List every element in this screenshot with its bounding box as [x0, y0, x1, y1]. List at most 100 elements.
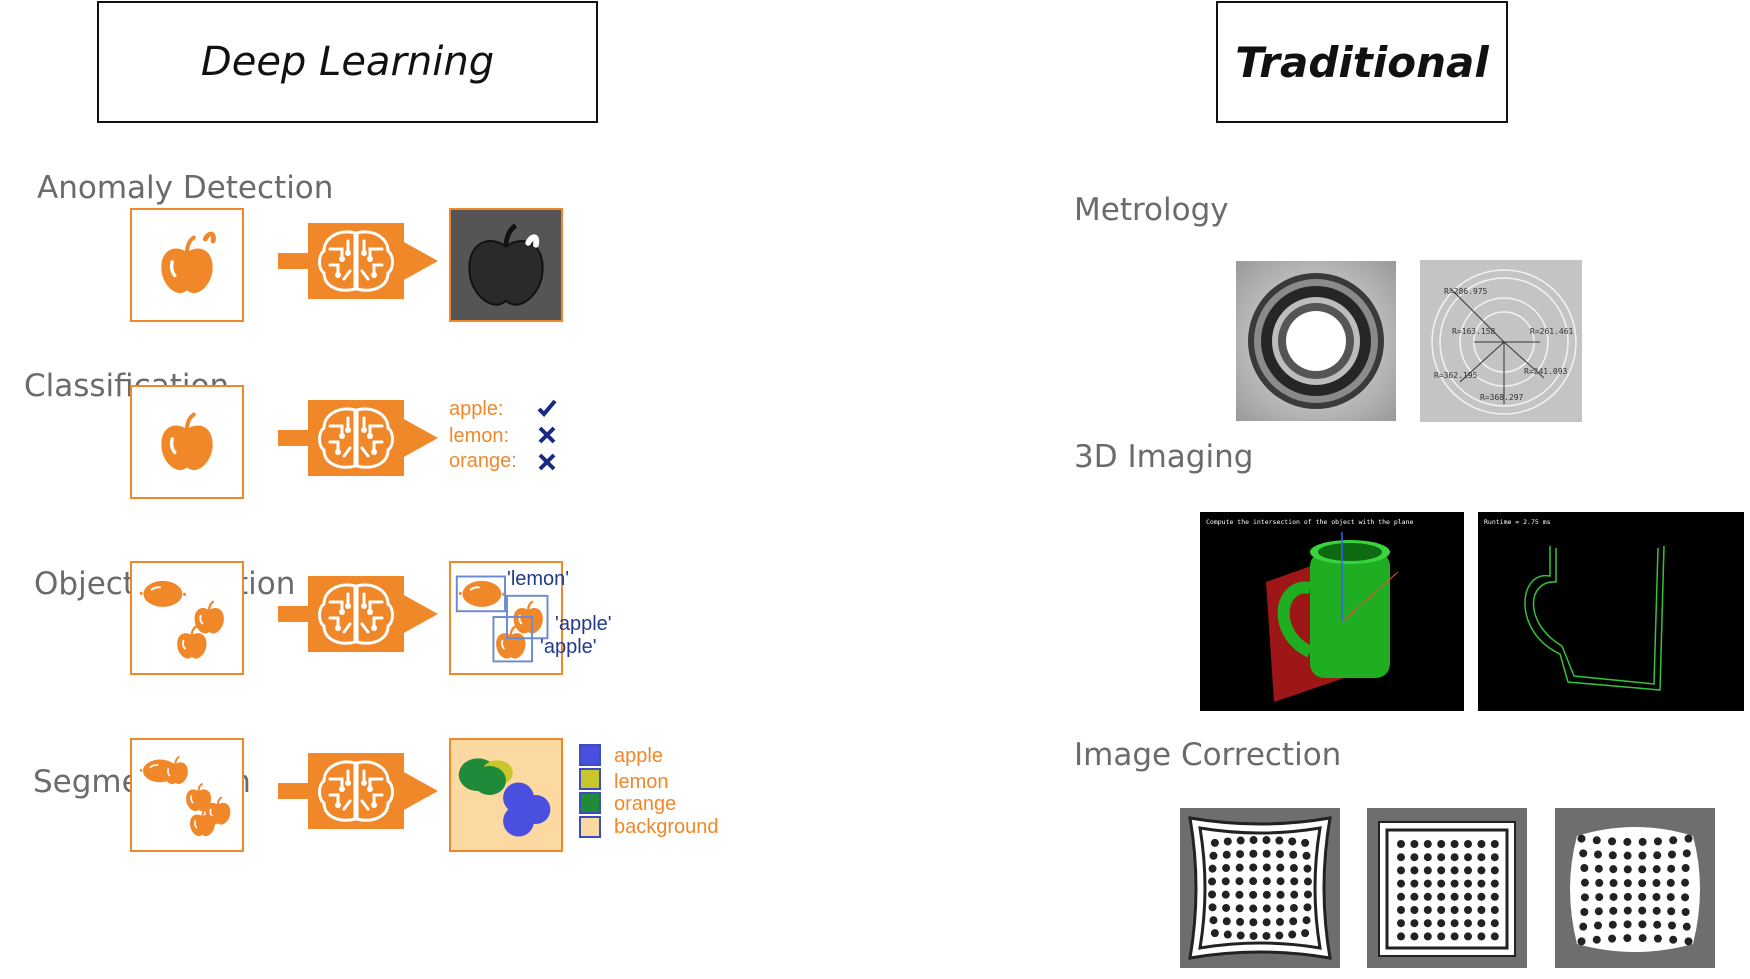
calibration-dot — [1249, 863, 1258, 872]
measurement-label: R=368.297 — [1480, 393, 1524, 402]
calibration-dot — [1464, 840, 1472, 848]
calibration-dot — [1638, 879, 1647, 888]
metrology-title: Metrology — [1074, 192, 1229, 228]
calibration-dot — [1249, 931, 1258, 940]
calibration-dot — [1423, 906, 1432, 914]
neural-network-arrow-icon — [278, 572, 438, 656]
legend-swatch-apple — [579, 744, 601, 766]
measurement-label: R=362.195 — [1434, 371, 1478, 380]
calibration-dot — [1652, 892, 1661, 901]
cross-icon — [538, 453, 556, 471]
calibration-dot — [1477, 866, 1486, 875]
calibration-dot — [1222, 917, 1231, 926]
calibration-dot — [1609, 865, 1618, 874]
calibration-dot — [1303, 890, 1312, 899]
measurement-label: R=163.158 — [1452, 327, 1496, 336]
calibration-dot — [1289, 850, 1298, 859]
calibration-dot — [1623, 851, 1632, 860]
lemon-and-apples-icon — [139, 579, 226, 660]
detected-fruits-icon — [455, 575, 549, 663]
calibration-dot — [1464, 919, 1472, 928]
calibration-dot — [1579, 922, 1588, 931]
calibration-dot — [1262, 877, 1271, 886]
calibration-dot — [1594, 907, 1603, 916]
calibration-dot — [1580, 863, 1589, 872]
calibration-dot — [1303, 903, 1312, 912]
segmentation-input-tile — [130, 738, 244, 852]
traditional-title: Traditional — [1235, 37, 1489, 87]
calibration-dot — [1450, 840, 1459, 848]
calibration-dot — [1667, 921, 1676, 930]
calibration-dot — [1410, 879, 1419, 888]
calibration-dot — [1623, 879, 1632, 888]
calibration-dot — [1410, 853, 1419, 862]
calibration-dot — [1623, 934, 1632, 943]
calibration-dot — [1397, 892, 1405, 901]
calibration-dot — [1490, 932, 1499, 941]
calibration-dot — [1301, 929, 1310, 938]
calibration-dot — [1580, 878, 1589, 887]
deep-learning-title: Deep Learning — [200, 39, 495, 85]
calibration-dot — [1262, 849, 1271, 858]
calibration-dot — [1464, 906, 1472, 914]
calibration-dot — [1638, 920, 1647, 929]
calibration-dot — [1410, 919, 1419, 928]
calibration-dot — [1477, 853, 1486, 862]
detection-label-lemon: 'lemon' — [507, 568, 570, 590]
calibration-dot — [1423, 892, 1432, 901]
calibration-dot — [1577, 834, 1586, 843]
calibration-dot — [1235, 904, 1244, 913]
calibration-dot — [1681, 878, 1690, 887]
calibration-dot — [1262, 836, 1271, 845]
fruit-pile-icon — [139, 756, 232, 838]
calibration-dot — [1652, 879, 1661, 888]
legend-label-orange: orange — [614, 793, 677, 815]
calibration-dot — [1423, 879, 1432, 888]
calibration-dot — [1490, 892, 1499, 901]
calibration-dot — [1437, 932, 1446, 941]
calibration-dot — [1684, 834, 1693, 843]
anomaly-highlight-apple-icon — [468, 223, 544, 306]
neural-network-arrow-icon — [278, 396, 438, 480]
calibration-dot — [1464, 892, 1472, 901]
legend-swatch-orange — [579, 792, 601, 814]
calibration-dot — [1222, 903, 1231, 912]
object-detection-input-tile — [130, 561, 244, 675]
calibration-dot — [1450, 853, 1459, 862]
calibration-dot — [1410, 892, 1419, 901]
calibration-dot — [1609, 892, 1618, 901]
deep-learning-header: Deep Learning — [97, 1, 598, 123]
calibration-dot — [1464, 866, 1472, 875]
calibration-dot — [1236, 836, 1245, 845]
calibration-dot — [1669, 836, 1678, 845]
calibration-dot — [1594, 850, 1603, 859]
calibration-dot — [1221, 890, 1230, 899]
wormy-apple-icon — [132, 231, 216, 320]
calibration-dot — [1410, 840, 1419, 848]
classification-input-tile — [130, 385, 244, 499]
calibration-dot — [1623, 837, 1632, 846]
calibration-dot — [1477, 879, 1486, 888]
calibration-dot — [1653, 851, 1662, 860]
calibration-dot — [1437, 892, 1446, 901]
calibration-dot — [1666, 893, 1675, 902]
calibration-dot — [1450, 892, 1459, 901]
legend-label-lemon: lemon — [614, 771, 669, 793]
calibration-dot — [1262, 890, 1271, 899]
calibration-dot — [1275, 917, 1284, 926]
calibration-dot — [1397, 840, 1405, 848]
detection-label-apple-2: 'apple' — [540, 636, 597, 658]
calibration-dot — [1397, 932, 1405, 941]
corrected-calibration-grid-photo — [1367, 808, 1527, 968]
calibration-dot — [1397, 906, 1405, 914]
calibration-dot — [1289, 864, 1298, 873]
calibration-dot — [1653, 837, 1662, 846]
calibration-dot — [1667, 907, 1676, 916]
calibration-dot — [1652, 906, 1661, 915]
calibration-dot — [1208, 877, 1217, 886]
calibration-dot — [1275, 931, 1284, 940]
legend-swatch-background — [579, 816, 601, 838]
calibration-dot — [1682, 922, 1691, 931]
calibration-dot — [1437, 919, 1446, 928]
calibration-dot — [1262, 904, 1271, 913]
